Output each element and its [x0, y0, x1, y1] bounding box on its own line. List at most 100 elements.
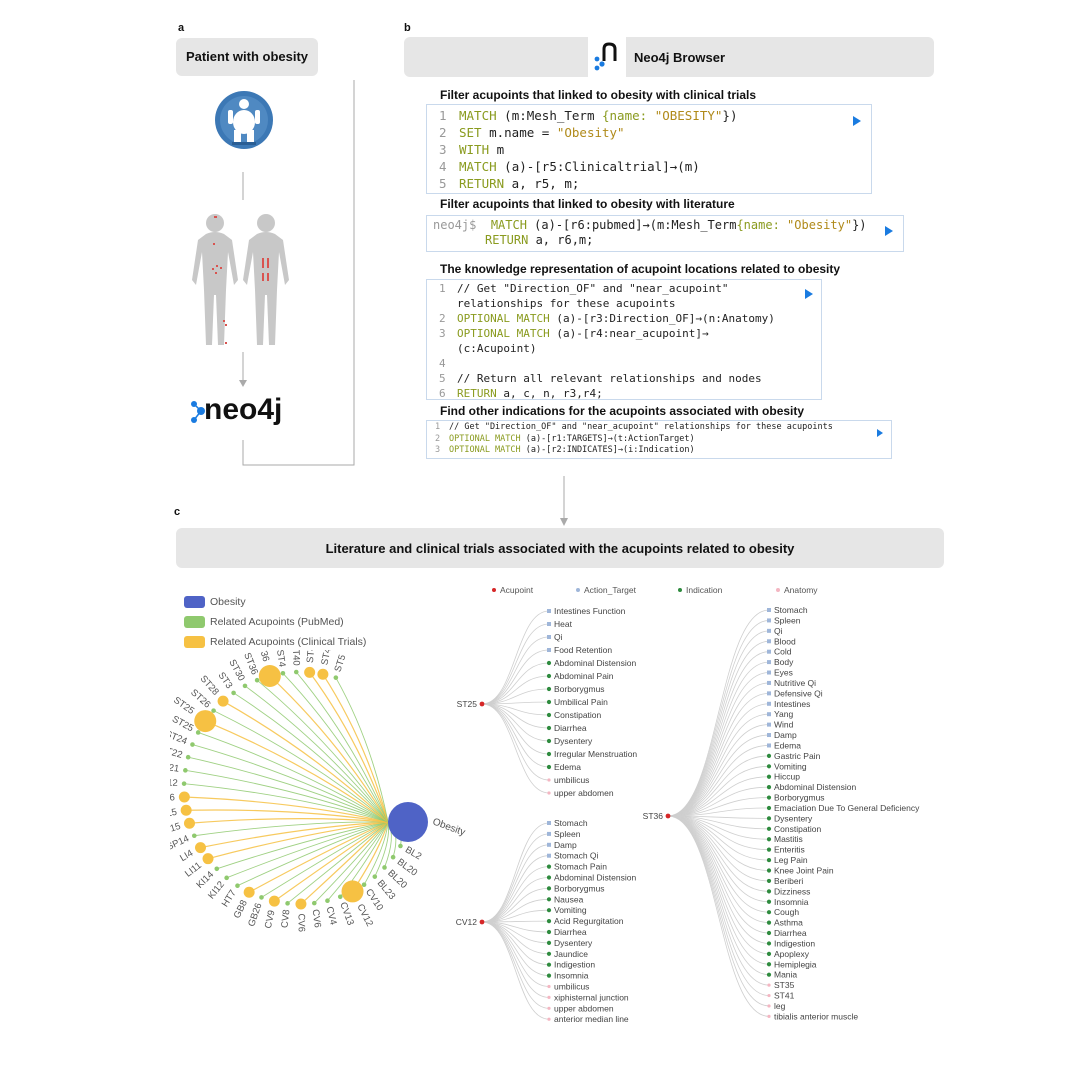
- tree-leaf-node[interactable]: [547, 963, 551, 967]
- tree-leaf-node[interactable]: [767, 941, 771, 945]
- code-block-indications[interactable]: 1// Get "Direction_OF" and "near_acupoin…: [426, 420, 892, 459]
- tree-leaf-node[interactable]: [767, 827, 771, 831]
- acupoint-node[interactable]: [182, 781, 187, 786]
- acupoint-node[interactable]: [398, 844, 403, 849]
- tree-leaf-node[interactable]: [767, 1015, 770, 1018]
- acupoint-node[interactable]: [259, 665, 281, 687]
- tree-leaf-node[interactable]: [767, 671, 771, 675]
- acupoint-node[interactable]: [373, 874, 378, 879]
- tree-leaf-node[interactable]: [547, 791, 550, 794]
- tree-leaf-node[interactable]: [767, 691, 771, 695]
- acupoint-node[interactable]: [196, 730, 201, 735]
- tree-leaf-node[interactable]: [767, 660, 771, 664]
- tree-leaf-node[interactable]: [767, 712, 771, 716]
- tree-leaf-node[interactable]: [547, 952, 551, 956]
- acupoint-node[interactable]: [211, 708, 216, 713]
- tree-leaf-node[interactable]: [767, 681, 771, 685]
- tree-leaf-node[interactable]: [767, 848, 771, 852]
- code-block-literature[interactable]: neo4j$ MATCH (a)-[r6:pubmed]→(m:Mesh_Ter…: [426, 215, 904, 252]
- acupoint-node[interactable]: [334, 675, 339, 680]
- tree-leaf-node[interactable]: [547, 843, 551, 847]
- tree-leaf-node[interactable]: [767, 931, 771, 935]
- tree-leaf-node[interactable]: [767, 743, 771, 747]
- tree-leaf-node[interactable]: [547, 622, 551, 626]
- tree-root-node[interactable]: [480, 920, 485, 925]
- tree-leaf-node[interactable]: [767, 754, 771, 758]
- tree-leaf-node[interactable]: [547, 687, 551, 691]
- tree-leaf-node[interactable]: [547, 739, 551, 743]
- acupoint-node[interactable]: [304, 667, 315, 678]
- tree-leaf-node[interactable]: [547, 726, 551, 730]
- acupoint-node[interactable]: [382, 865, 387, 870]
- acupoint-node[interactable]: [281, 671, 286, 676]
- tree-leaf-node[interactable]: [767, 858, 771, 862]
- tree-leaf-node[interactable]: [547, 700, 551, 704]
- tree-leaf-node[interactable]: [547, 713, 551, 717]
- acupoint-node[interactable]: [190, 742, 195, 747]
- acupoint-node[interactable]: [338, 894, 343, 899]
- acupoint-node[interactable]: [231, 691, 236, 696]
- acupoint-node[interactable]: [317, 669, 328, 680]
- tree-leaf-node[interactable]: [547, 854, 551, 858]
- tree-leaf-node[interactable]: [767, 1004, 770, 1007]
- acupoint-node[interactable]: [285, 901, 290, 906]
- acupoint-node[interactable]: [391, 855, 396, 860]
- tree-leaf-node[interactable]: [767, 952, 771, 956]
- tree-leaf-node[interactable]: [767, 733, 771, 737]
- acupoint-node[interactable]: [194, 710, 216, 732]
- tree-leaf-node[interactable]: [767, 650, 771, 654]
- tree-leaf-node[interactable]: [767, 795, 771, 799]
- tree-leaf-node[interactable]: [767, 629, 771, 633]
- acupoint-node[interactable]: [186, 755, 191, 760]
- tree-leaf-node[interactable]: [767, 764, 771, 768]
- tree-leaf-node[interactable]: [547, 941, 551, 945]
- acupoint-node[interactable]: [214, 867, 219, 872]
- acupoint-node[interactable]: [294, 670, 299, 675]
- acupoint-node[interactable]: [269, 896, 280, 907]
- tree-leaf-node[interactable]: [767, 868, 771, 872]
- acupoint-node[interactable]: [312, 901, 317, 906]
- tree-leaf-node[interactable]: [767, 889, 771, 893]
- tree-root-node[interactable]: [666, 814, 671, 819]
- tree-leaf-node[interactable]: [547, 752, 551, 756]
- acupoint-node[interactable]: [362, 882, 367, 887]
- tree-leaf-node[interactable]: [767, 879, 771, 883]
- tree-leaf-node[interactable]: [767, 639, 771, 643]
- tree-leaf-node[interactable]: [767, 806, 771, 810]
- tree-leaf-node[interactable]: [547, 765, 551, 769]
- tree-leaf-node[interactable]: [767, 723, 771, 727]
- run-query-3-button[interactable]: [805, 289, 813, 299]
- tree-leaf-node[interactable]: [767, 702, 771, 706]
- tree-leaf-node[interactable]: [767, 775, 771, 779]
- tree-leaf-node[interactable]: [547, 875, 551, 879]
- obesity-hub-node[interactable]: [388, 802, 428, 842]
- tree-leaf-node[interactable]: [767, 910, 771, 914]
- tree-leaf-node[interactable]: [767, 973, 771, 977]
- tree-leaf-node[interactable]: [547, 908, 551, 912]
- acupoint-node[interactable]: [235, 883, 240, 888]
- tree-leaf-node[interactable]: [547, 1018, 550, 1021]
- tree-leaf-node[interactable]: [767, 984, 770, 987]
- run-query-2-button[interactable]: [885, 226, 893, 236]
- acupoint-node[interactable]: [195, 842, 206, 853]
- acupoint-node[interactable]: [181, 805, 192, 816]
- tree-leaf-node[interactable]: [547, 897, 551, 901]
- tree-leaf-node[interactable]: [547, 930, 551, 934]
- acupoint-node[interactable]: [259, 895, 264, 900]
- acupoint-node[interactable]: [244, 887, 255, 898]
- acupoint-node[interactable]: [224, 876, 229, 881]
- tree-leaf-node[interactable]: [547, 648, 551, 652]
- acupoint-node[interactable]: [184, 818, 195, 829]
- tree-leaf-node[interactable]: [547, 661, 551, 665]
- tree-leaf-node[interactable]: [547, 674, 551, 678]
- acupoint-node[interactable]: [183, 768, 188, 773]
- acupoint-node[interactable]: [255, 678, 260, 683]
- tree-leaf-node[interactable]: [547, 832, 551, 836]
- tree-leaf-node[interactable]: [547, 974, 551, 978]
- tree-leaf-node[interactable]: [547, 609, 551, 613]
- tree-leaf-node[interactable]: [767, 994, 770, 997]
- acupoint-node[interactable]: [325, 898, 330, 903]
- tree-leaf-node[interactable]: [547, 919, 551, 923]
- tree-leaf-node[interactable]: [547, 635, 551, 639]
